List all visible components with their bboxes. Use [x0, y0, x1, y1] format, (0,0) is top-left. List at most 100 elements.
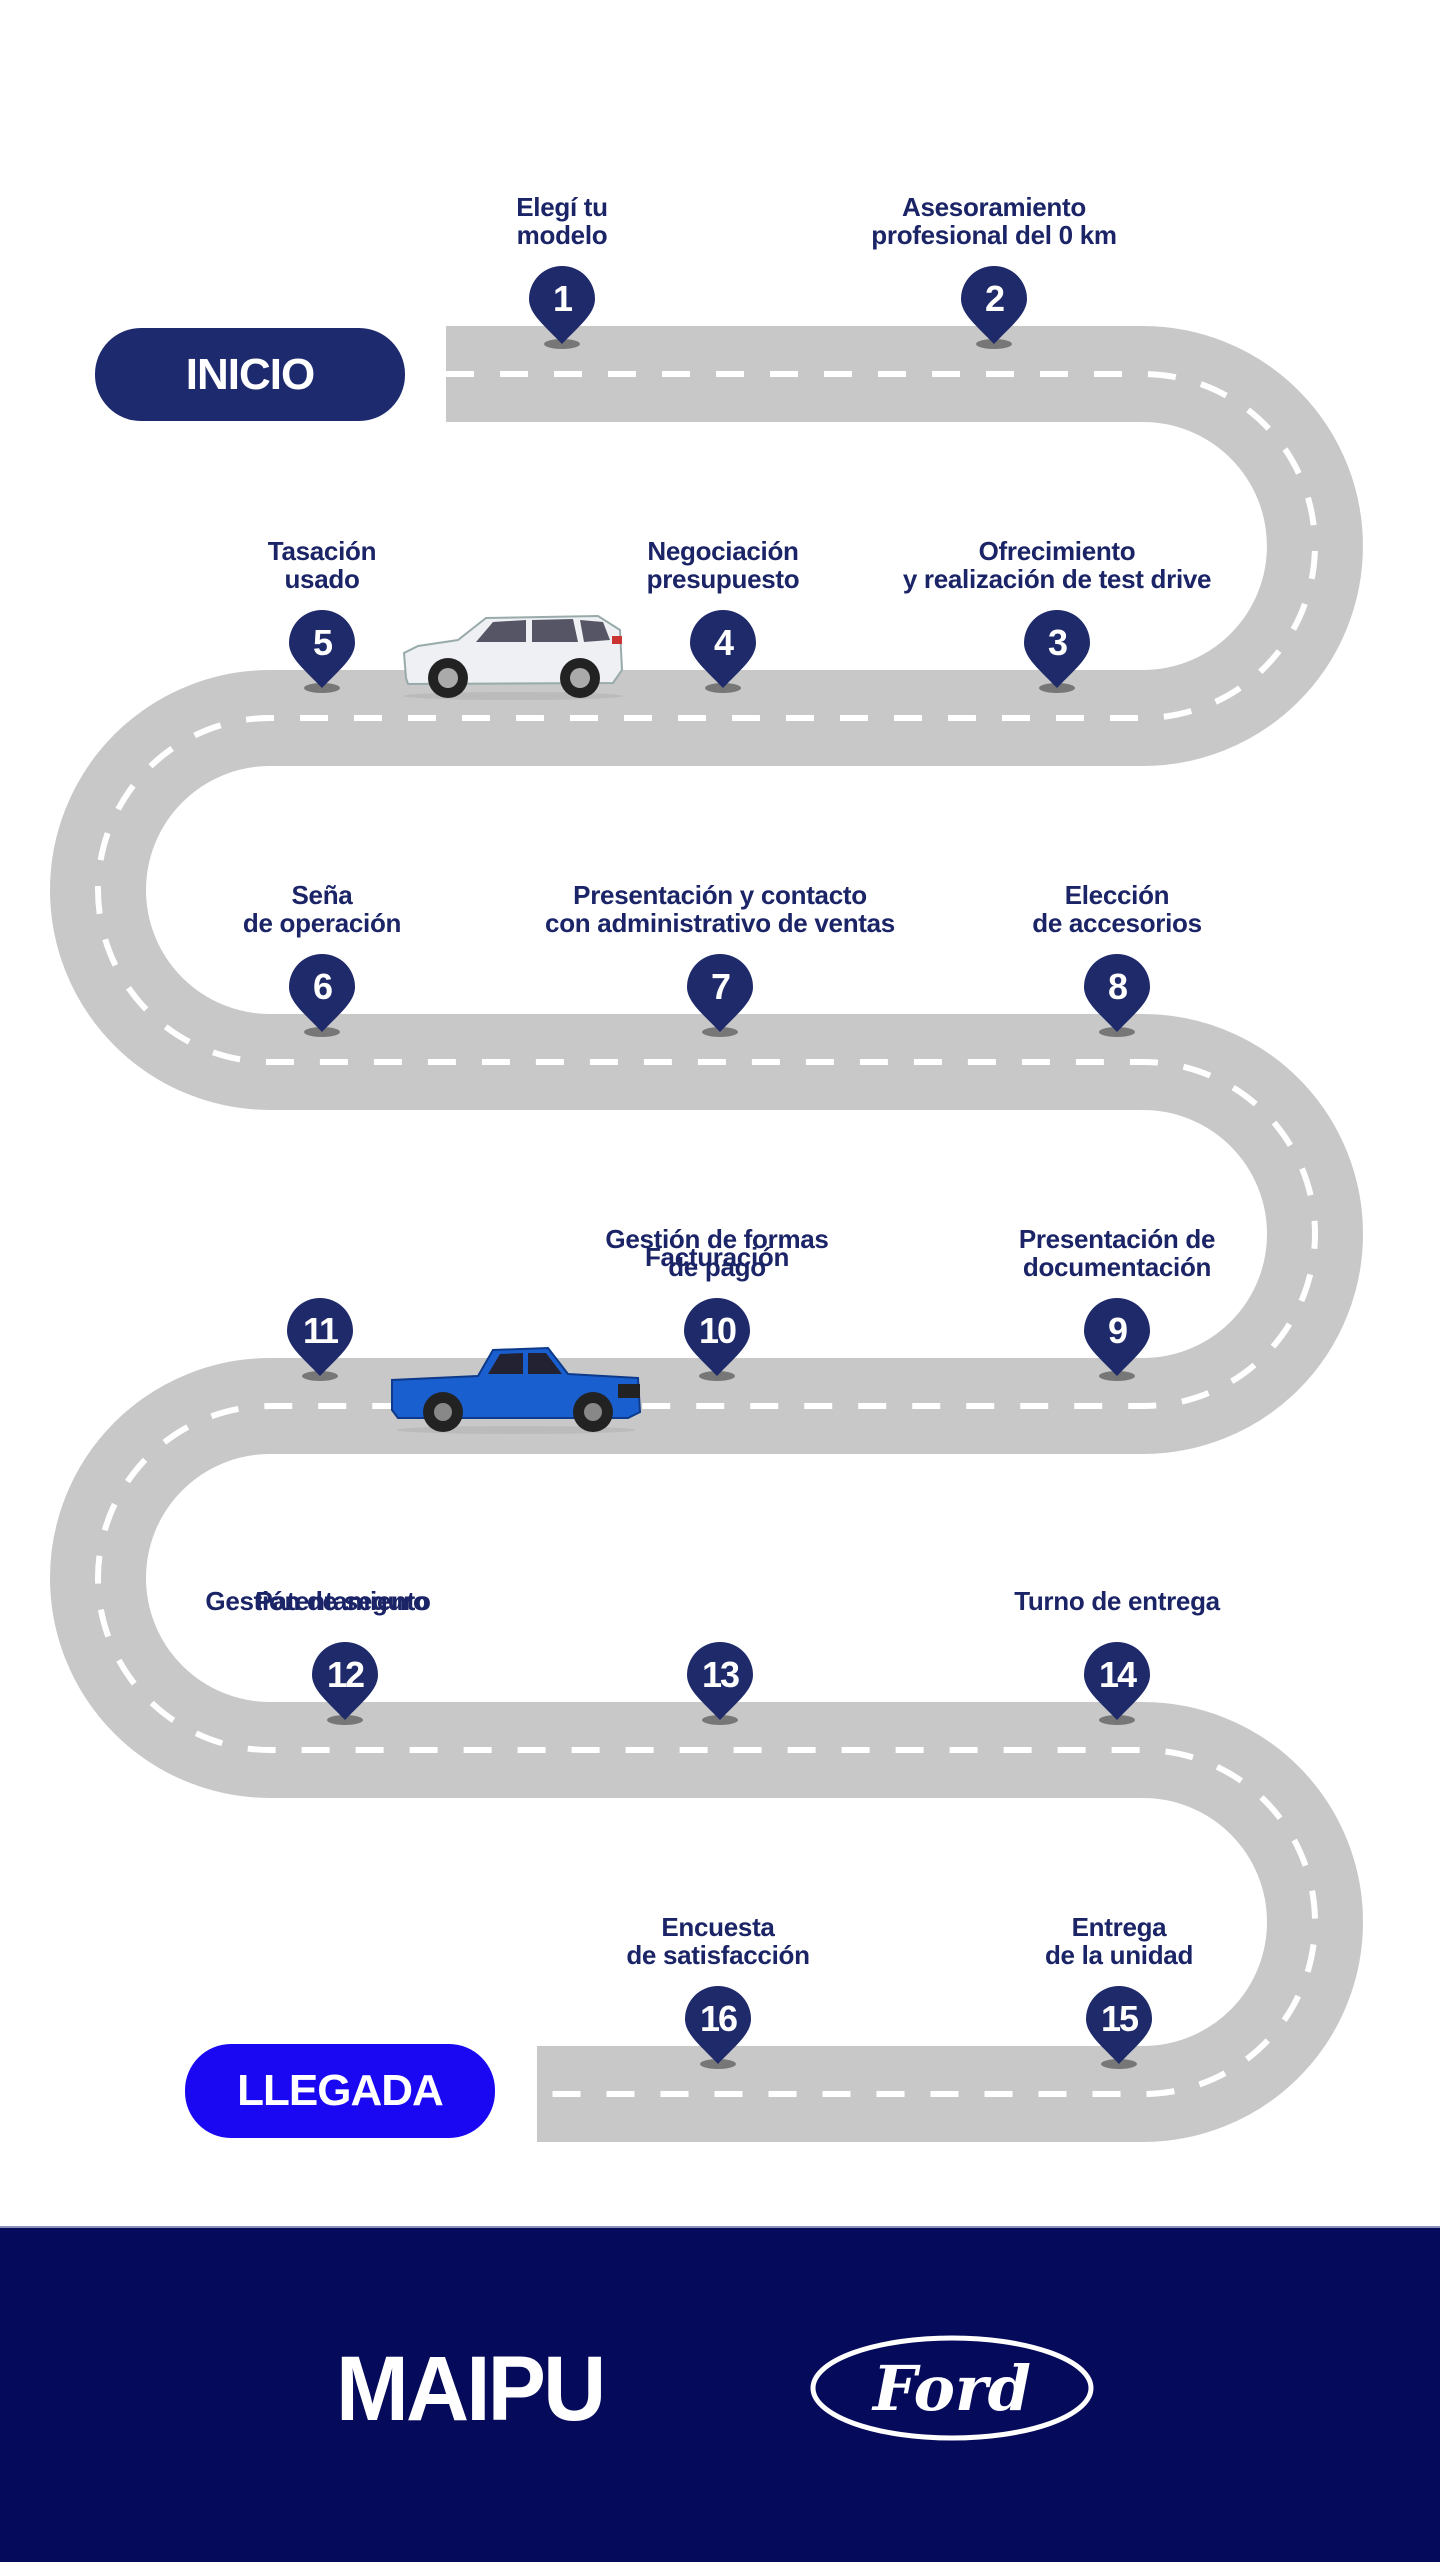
map-pin-icon [529, 266, 595, 349]
step-label-line: presupuesto [646, 564, 800, 594]
step-pin: 10 [684, 1298, 750, 1384]
step-label: Patentamiento [255, 1586, 431, 1616]
step-number: 14 [1098, 1654, 1137, 1695]
step-label-line: Seña [291, 880, 353, 910]
map-pin-icon [684, 1298, 750, 1381]
step-pin: 4 [690, 610, 756, 696]
step-pin: 2 [961, 266, 1027, 352]
step-label-line: de la unidad [1044, 1940, 1194, 1970]
map-pin-icon [1086, 1986, 1152, 2069]
step-pin: 16 [685, 1986, 751, 2072]
step-label-line: documentación [1022, 1252, 1212, 1282]
step-number: 3 [1047, 622, 1068, 663]
step-label-line: y realización de test drive [902, 564, 1212, 594]
step-label-line: Presentación y contacto [573, 880, 867, 910]
step-label-line: Turno de entrega [1014, 1586, 1220, 1616]
step-number: 1 [552, 278, 573, 319]
step-label-line: Gestión de seguro [205, 1586, 429, 1616]
map-pin-icon [961, 266, 1027, 349]
map-pin-icon [687, 954, 753, 1037]
step-pin: 13 [687, 1642, 753, 1728]
step-label: Gestión de seguro [205, 1587, 428, 1615]
start-badge: INICIO [95, 328, 405, 421]
map-pin-icon [1084, 1298, 1150, 1381]
step-pin: 5 [289, 610, 355, 696]
maipu-logo: MAIPU [336, 2338, 606, 2440]
step-label-line: de satisfacción [626, 1940, 810, 1970]
step-number: 6 [312, 966, 333, 1007]
road-center-dashes [95, 371, 1318, 2097]
step-number: 7 [710, 966, 731, 1007]
step-number: 2 [984, 278, 1005, 319]
map-pin-icon [289, 954, 355, 1037]
step-pin: 1 [529, 266, 595, 352]
step-label-line: con administrativo de ventas [545, 908, 895, 938]
step-label-line: de operación [242, 908, 402, 938]
step-label-line: Presentación de [1018, 1224, 1216, 1254]
step-number: 10 [698, 1310, 737, 1351]
blue-pickup-image [391, 1346, 642, 1434]
map-pin-icon [1084, 954, 1150, 1037]
map-pin-icon [1024, 610, 1090, 693]
step-pin: 8 [1084, 954, 1150, 1040]
map-pin-icon [1084, 1642, 1150, 1725]
step-label-line: de pago [668, 1252, 766, 1282]
step-label-line: Elegí tu [516, 192, 608, 222]
step-number: 11 [302, 1310, 339, 1351]
step-pin: 11 [287, 1298, 353, 1384]
step-number: 5 [312, 622, 333, 663]
step-pin: 15 [1086, 1986, 1152, 2072]
step-label-line: Asesoramiento [902, 192, 1086, 222]
step-number: 12 [326, 1654, 365, 1695]
ford-logo: Ford [810, 2335, 1094, 2441]
step-label-line: Gestión de formas [605, 1224, 829, 1254]
step-label-line: Ofrecimiento [978, 536, 1136, 566]
road [50, 326, 1363, 2142]
step-label-line: Tasación [267, 536, 377, 566]
step-label-line: de accesorios [1032, 908, 1202, 938]
step-number: 15 [1100, 1998, 1139, 2039]
map-pin-icon [289, 610, 355, 693]
footer [0, 2226, 1440, 2562]
map-pin-icon [685, 1986, 751, 2069]
step-number: 16 [699, 1998, 738, 2039]
map-pin-icon [287, 1298, 353, 1381]
step-label-line: usado [284, 564, 360, 594]
step-label-line: Encuesta [661, 1912, 775, 1942]
step-label-line: Facturación [644, 1242, 790, 1272]
step-pin: 12 [312, 1642, 378, 1728]
step-pin: 9 [1084, 1298, 1150, 1384]
step-label: Turno de entrega [1014, 1587, 1220, 1615]
map-pin-icon [690, 610, 756, 693]
step-number: 8 [1107, 966, 1128, 1007]
step-pin: 14 [1084, 1642, 1150, 1728]
step-number: 4 [713, 622, 734, 663]
step-pin: 3 [1024, 610, 1090, 696]
end-badge: LLEGADA [185, 2044, 495, 2138]
step-label-line: Entrega [1071, 1912, 1167, 1942]
map-pin-icon [687, 1642, 753, 1725]
step-label-line: Negociación [647, 536, 799, 566]
step-number: 13 [701, 1654, 740, 1695]
white-suv-image [402, 614, 624, 700]
step-label-line: Patentamiento [255, 1586, 431, 1616]
step-label-line: modelo [516, 220, 608, 250]
step-label-line: profesional del 0 km [871, 220, 1117, 250]
step-label-line: Elección [1064, 880, 1170, 910]
step-pin: 7 [687, 954, 753, 1040]
step-number: 9 [1107, 1310, 1128, 1351]
map-pin-icon [312, 1642, 378, 1725]
step-label: Facturación [645, 1243, 789, 1271]
